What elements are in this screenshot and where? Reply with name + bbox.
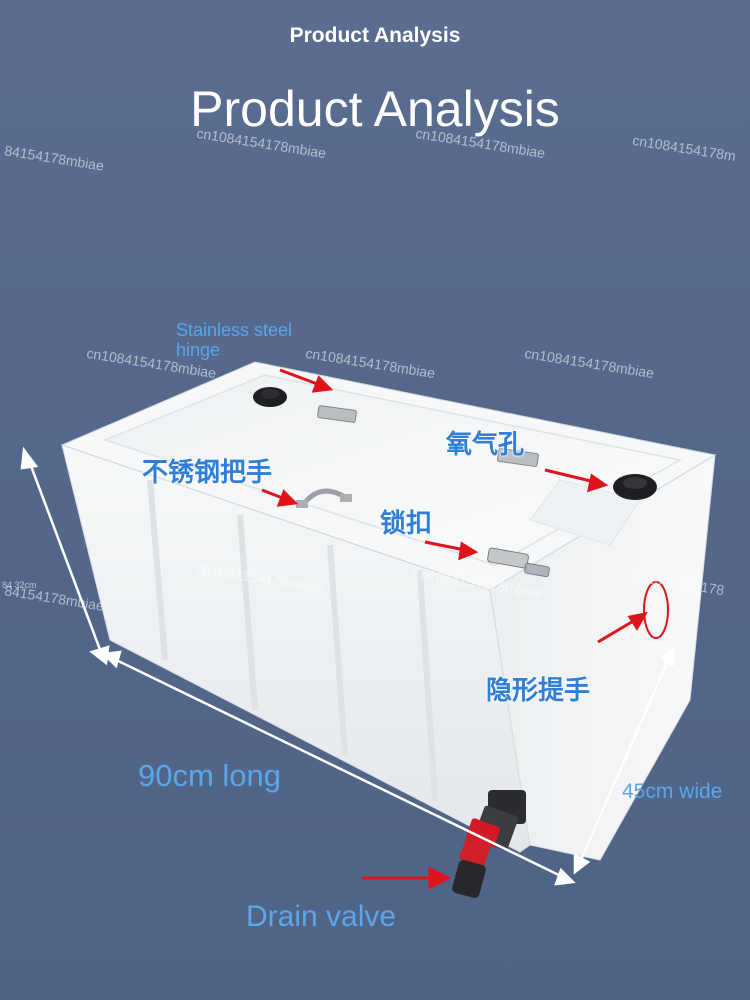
drain-valve [452, 790, 526, 898]
box-lid [60, 361, 717, 591]
steel-hinge [496, 448, 539, 467]
hidden-handle-label: 隐形提手 [486, 676, 591, 706]
top-title: Product Analysis [289, 24, 461, 47]
lock-buckle [487, 547, 550, 578]
oxygen-cap-left [253, 387, 287, 407]
oxygen-hole-label: 氧气孔 [446, 430, 525, 460]
hidden-handle-mark [643, 581, 669, 639]
steel-handle [296, 488, 352, 508]
box-front-face [61, 444, 531, 853]
steel-handle-label: 不锈钢把手 [142, 458, 273, 488]
width-label: 45cm wide [622, 780, 723, 803]
red-arrows [261, 368, 648, 890]
hinge-label: Stainless steel hinge [176, 320, 292, 360]
hinge-label-line2: hinge [176, 340, 221, 360]
length-label: 90cm long [138, 758, 282, 793]
steel-hinge [317, 405, 357, 423]
main-title: Product Analysis [190, 81, 560, 137]
lock-buckle-label: 锁扣 [380, 509, 433, 539]
hinge-label-line1: Stainless steel [176, 320, 293, 340]
watermark-small: 84 32cm [2, 580, 37, 590]
oxygen-cap-right [613, 474, 657, 500]
drain-valve-label: Drain valve [246, 900, 397, 933]
dimension-lines [20, 446, 676, 886]
